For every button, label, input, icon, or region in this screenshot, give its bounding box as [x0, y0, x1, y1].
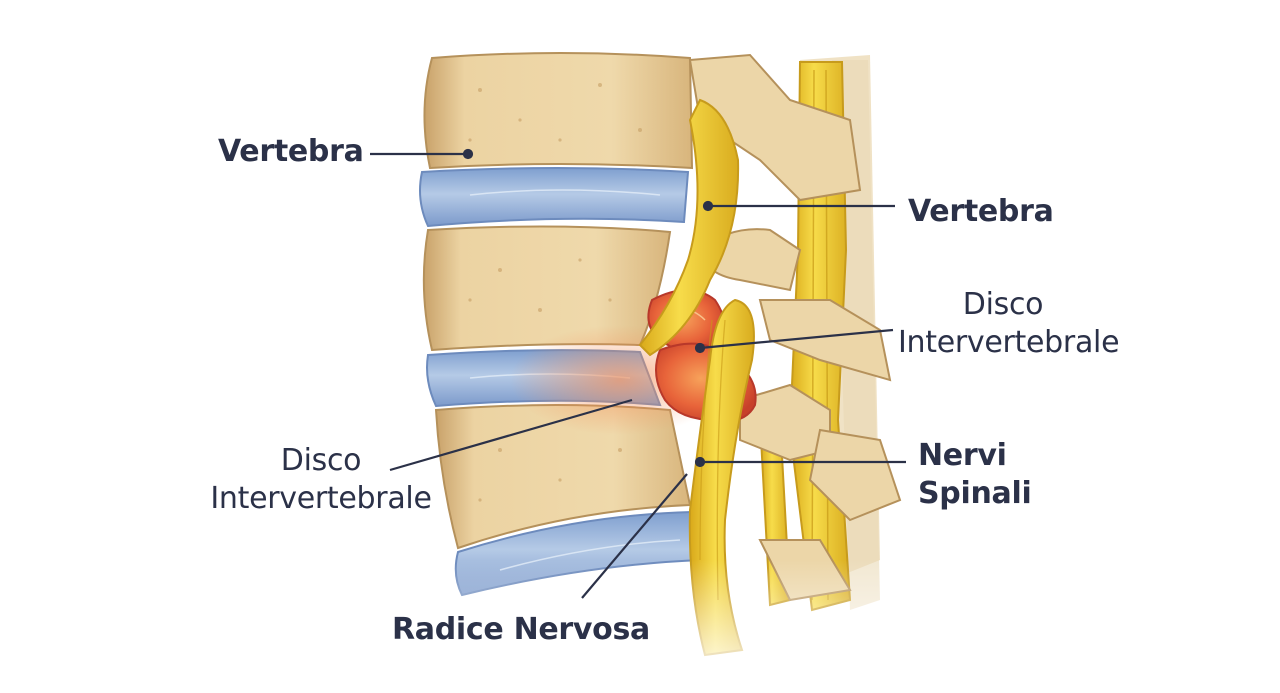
label-vertebra-right: Vertebra	[908, 194, 1054, 229]
label-spinal-nerves-line1: Nervi	[918, 438, 1007, 473]
leader-lines	[370, 148, 906, 599]
label-disc-left-line1: Disco	[280, 443, 362, 478]
vertebral-bodies	[422, 52, 694, 550]
label-disc-right: Disco Intervertebrale	[898, 286, 1120, 362]
label-vertebra-left: Vertebra	[218, 134, 364, 169]
label-nerve-root: Radice Nervosa	[392, 612, 650, 647]
label-disc-right-line2: Intervertebrale	[898, 325, 1120, 360]
label-disc-left-line2: Intervertebrale	[210, 481, 432, 516]
vertebral-processes	[688, 53, 902, 602]
label-spinal-nerves: Nervi Spinali	[918, 437, 1032, 513]
label-disc-right-line1: Disco	[962, 287, 1044, 322]
label-spinal-nerves-line2: Spinali	[918, 476, 1032, 511]
label-disc-left: Disco Intervertebrale	[206, 442, 436, 518]
